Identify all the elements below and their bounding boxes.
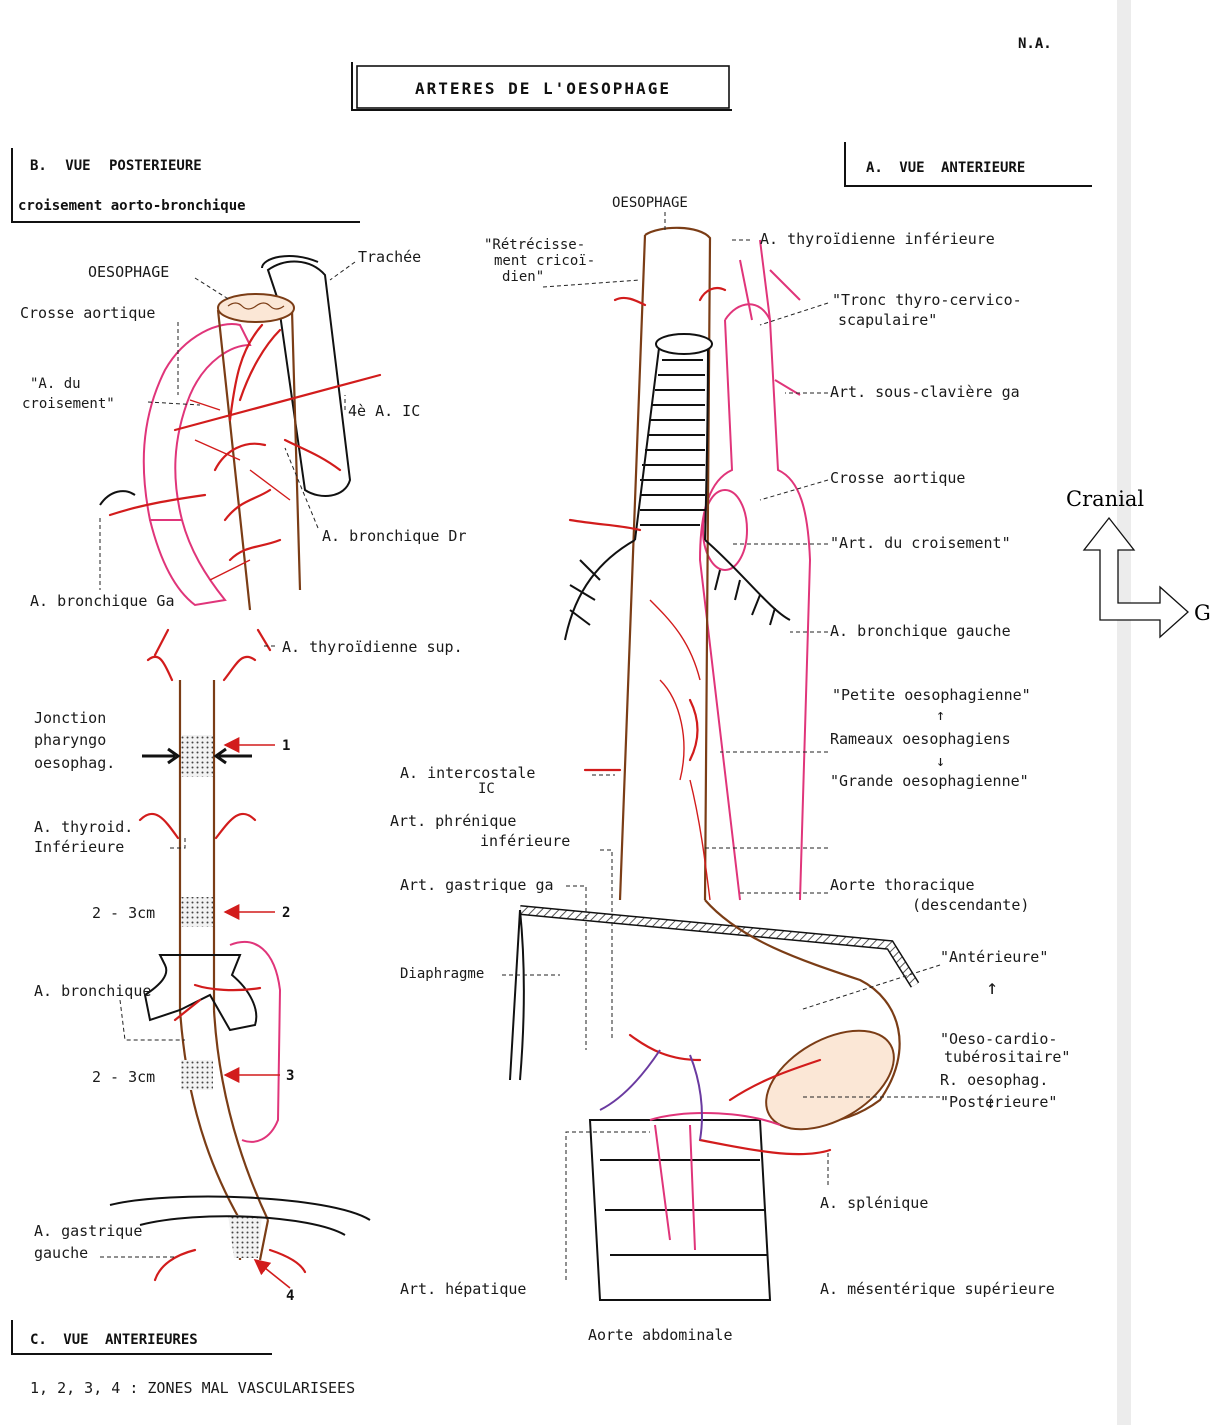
label-a-aorte-1: Aorte thoracique: [830, 876, 975, 894]
label-a-intercost-2: IC: [478, 781, 495, 797]
label-c-jonction-3: oesophag.: [34, 754, 115, 772]
label-a-diaphragme: Diaphragme: [400, 966, 484, 982]
zone-label-3: 3: [286, 1068, 294, 1084]
arrow-up-2: ↑: [986, 975, 998, 999]
label-c-gastr-2: gauche: [34, 1244, 88, 1262]
orientation-compass: Cranial G: [1066, 487, 1211, 637]
label-a-tronc-1: "Tronc thyro-cervico-: [832, 291, 1022, 309]
label-a-gastr-ga: Art. gastrique ga: [400, 876, 554, 894]
panel-b-heading: B. VUE POSTERIEURE: [30, 158, 202, 174]
label-a-phren-2: inférieure: [480, 832, 570, 850]
label-c-jonction-2: pharyngo: [34, 731, 106, 749]
junction-arrow-left: [142, 749, 178, 763]
label-a-r-oesoph: R. oesophag.: [940, 1071, 1048, 1089]
label-b-bronch-ga: A. bronchique Ga: [30, 592, 175, 610]
label-a-crosse: Crosse aortique: [830, 469, 965, 487]
author-initials: N.A.: [1018, 36, 1052, 52]
zone-3: [181, 1060, 213, 1090]
label-c-thyroid-2: Inférieure: [34, 838, 124, 856]
label-c-jonction-1: Jonction: [34, 709, 106, 727]
label-c-dist-1: 2 - 3cm: [92, 904, 155, 922]
label-a-retrec-3: dien": [502, 269, 544, 285]
label-b-ic: 4è A. IC: [348, 402, 420, 420]
label-c-bronchique: A. bronchique: [34, 982, 151, 1000]
label-a-aorte-2: (descendante): [912, 896, 1029, 914]
panel-a: A. VUE ANTERIEURE: [390, 142, 1092, 1344]
junction-arrow-right: [216, 749, 252, 763]
page-edge: [1117, 0, 1131, 1425]
label-g: G: [1194, 601, 1211, 625]
label-a-rameaux: Rameaux oesophagiens: [830, 730, 1011, 748]
label-b-bronch-dr: A. bronchique Dr: [322, 527, 467, 545]
zone-label-4: 4: [286, 1288, 294, 1304]
label-a-hepatique: Art. hépatique: [400, 1280, 526, 1298]
orientation-arrows: [1084, 518, 1188, 637]
label-c-thyroid-1: A. thyroid.: [34, 818, 133, 836]
label-b-croisement-2: croisement": [22, 396, 115, 412]
label-a-intercost-1: A. intercostale: [400, 764, 535, 782]
arrow-up-1: ↑: [936, 706, 945, 724]
zone-4: [228, 1215, 262, 1258]
panel-c-heading: C. VUE ANTERIEURES: [30, 1332, 198, 1348]
label-a-petite: "Petite oesophagienne": [832, 686, 1031, 704]
zone-2: [181, 897, 213, 927]
title-box: ARTERES DE L'OESOPHAGE: [352, 62, 732, 110]
label-b-crosse: Crosse aortique: [20, 304, 155, 322]
label-a-retrec-1: "Rétrécisse-: [484, 237, 585, 253]
label-b-trachee: Trachée: [358, 248, 421, 266]
label-b-oesophage: OESOPHAGE: [88, 263, 169, 281]
label-a-mesenterique: A. mésentérique supérieure: [820, 1280, 1055, 1298]
label-a-anterieure: "Antérieure": [940, 948, 1048, 966]
page-title: ARTERES DE L'OESOPHAGE: [415, 79, 671, 98]
label-a-oeso-1: "Oeso-cardio-: [940, 1030, 1057, 1048]
label-a-oeso-2: tubérositaire": [944, 1048, 1070, 1066]
label-c-thyr-sup: A. thyroïdienne sup.: [282, 638, 463, 656]
label-a-bronch-g: A. bronchique gauche: [830, 622, 1011, 640]
label-b-croisement-1: "A. du: [30, 376, 81, 392]
zone-label-2: 2: [282, 905, 290, 921]
arrow-down-1: ↓: [936, 752, 945, 770]
label-a-splenique: A. splénique: [820, 1194, 928, 1212]
panel-c: A. thyroïdienne sup. Jonction pharyngo o…: [12, 630, 463, 1397]
zone-1: [181, 735, 213, 777]
label-a-posterieure: "Postérieure": [940, 1093, 1057, 1111]
panel-c-legend: 1, 2, 3, 4 : ZONES MAL VASCULARISEES: [30, 1379, 355, 1397]
label-c-gastr-1: A. gastrique: [34, 1222, 142, 1240]
panel-b-subheading: croisement aorto-bronchique: [18, 198, 246, 214]
label-cranial: Cranial: [1066, 487, 1144, 511]
panel-b: B. VUE POSTERIEURE croisement aorto-bron…: [12, 148, 467, 610]
label-a-thyr-inf: A. thyroïdienne inférieure: [760, 230, 995, 248]
label-a-oesophage: OESOPHAGE: [612, 195, 688, 211]
label-a-phren-1: Art. phrénique: [390, 812, 516, 830]
panel-a-heading: A. VUE ANTERIEURE: [866, 160, 1025, 176]
label-a-tronc-2: scapulaire": [838, 311, 937, 329]
zone-label-1: 1: [282, 738, 290, 754]
label-a-croisement: "Art. du croisement": [830, 534, 1011, 552]
label-a-sous-clav: Art. sous-clavière ga: [830, 383, 1020, 401]
label-c-dist-2: 2 - 3cm: [92, 1068, 155, 1086]
label-a-retrec-2: ment cricoï-: [494, 253, 595, 269]
label-a-grande: "Grande oesophagienne": [830, 772, 1029, 790]
label-a-abdominale: Aorte abdominale: [588, 1326, 733, 1344]
